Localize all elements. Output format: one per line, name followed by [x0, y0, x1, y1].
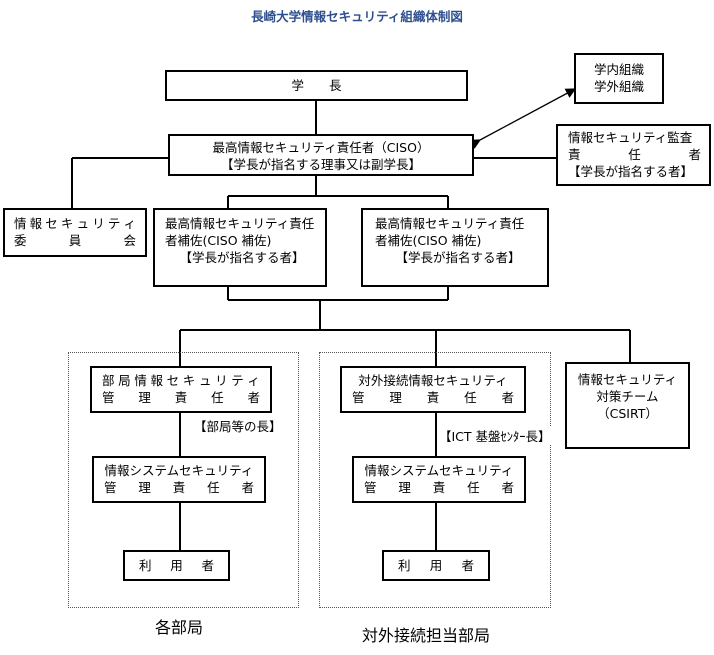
auditor-box: 情報セキュリティ監査 責 任 者 【学長が指名する者】: [556, 124, 711, 186]
dept-users-label: 利 用 者: [139, 558, 214, 573]
ext-manager-line2: 管 理 責 任 者: [352, 390, 514, 405]
dept-manager-tag: 【部局等の長】: [194, 416, 282, 435]
ciso-title: 最高情報セキュリティ責任者（CISO）: [212, 140, 430, 155]
csirt-line1: 情報セキュリティ: [577, 372, 678, 387]
ext-manager-tag: 【ICT 基盤ｾﾝﾀｰ長】: [439, 426, 551, 445]
csirt-line2: 対策チーム: [596, 389, 659, 404]
assistant-right-appointment: 【学長が指名する者】: [395, 250, 521, 265]
ext-group-caption: 対外接続担当部局: [362, 626, 491, 645]
dept-group-frame: [68, 352, 299, 608]
diagram-title: 長崎大学情報セキュリティ組織体制図: [251, 9, 463, 24]
ciso-appointment: 【学長が指名する理事又は副学長】: [220, 157, 421, 172]
external-org-label: 学外組織: [593, 79, 644, 94]
ext-system-line2: 管 理 責 任 者: [364, 480, 514, 495]
ext-manager-line1: 対外接続情報セキュリティ: [358, 373, 508, 388]
ciso-box: 最高情報セキュリティ責任者（CISO） 【学長が指名する理事又は副学長】: [168, 134, 474, 176]
president-box: 学 長: [165, 70, 468, 101]
csirt-box: 情報セキュリティ 対策チーム （CSIRT）: [565, 362, 690, 449]
assistant-left-role: 者補佐(CISO 補佐): [165, 233, 272, 248]
organizations-box: 学内組織 学外組織: [574, 53, 664, 104]
ext-group-frame: [319, 352, 551, 608]
dept-users-box: 利 用 者: [123, 550, 230, 581]
auditor-role: 責 任 者: [568, 147, 701, 162]
ext-system-box: 情報システムセキュリティ 管 理 責 任 者: [352, 456, 526, 503]
ext-manager-box: 対外接続情報セキュリティ 管 理 責 任 者: [340, 366, 526, 413]
president-label: 学 長: [291, 78, 342, 93]
ciso-assistant-right-box: 最高情報セキュリティ責任 者補佐(CISO 補佐) 【学長が指名する者】: [361, 208, 549, 287]
ext-system-line1: 情報システムセキュリティ: [364, 463, 514, 478]
assistant-left-appointment: 【学長が指名する者】: [179, 250, 305, 265]
dept-manager-line1: 部 局 情 報 セ キ ュ リ テ ィ: [102, 373, 260, 388]
auditor-title: 情報セキュリティ監査: [568, 130, 693, 145]
dept-system-line2: 管 理 責 任 者: [104, 480, 254, 495]
dept-system-box: 情報システムセキュリティ 管 理 責 任 者: [92, 456, 266, 503]
dept-system-line1: 情報システムセキュリティ: [104, 463, 254, 478]
assistant-left-title: 最高情報セキュリティ責任: [165, 216, 315, 231]
assistant-right-title: 最高情報セキュリティ責任: [375, 216, 525, 231]
committee-line1: 情 報 セ キ ュ リ テ ィ: [14, 216, 136, 231]
dept-manager-line2: 管 理 責 任 者: [102, 390, 260, 405]
ciso-assistant-left-box: 最高情報セキュリティ責任 者補佐(CISO 補佐) 【学長が指名する者】: [153, 208, 327, 287]
auditor-appointment: 【学長が指名する者】: [568, 164, 694, 179]
ext-users-box: 利 用 者: [382, 550, 490, 581]
dept-manager-box: 部 局 情 報 セ キ ュ リ テ ィ 管 理 責 任 者: [90, 366, 272, 413]
csirt-line3: （CSIRT）: [597, 406, 658, 421]
assistant-right-role: 者補佐(CISO 補佐): [375, 233, 482, 248]
committee-box: 情 報 セ キ ュ リ テ ィ 委 員 会: [3, 208, 147, 257]
internal-org-label: 学内組織: [593, 62, 644, 77]
committee-line2: 委 員 会: [14, 233, 136, 248]
dept-group-caption: 各部局: [155, 618, 204, 637]
ext-users-label: 利 用 者: [398, 558, 474, 573]
